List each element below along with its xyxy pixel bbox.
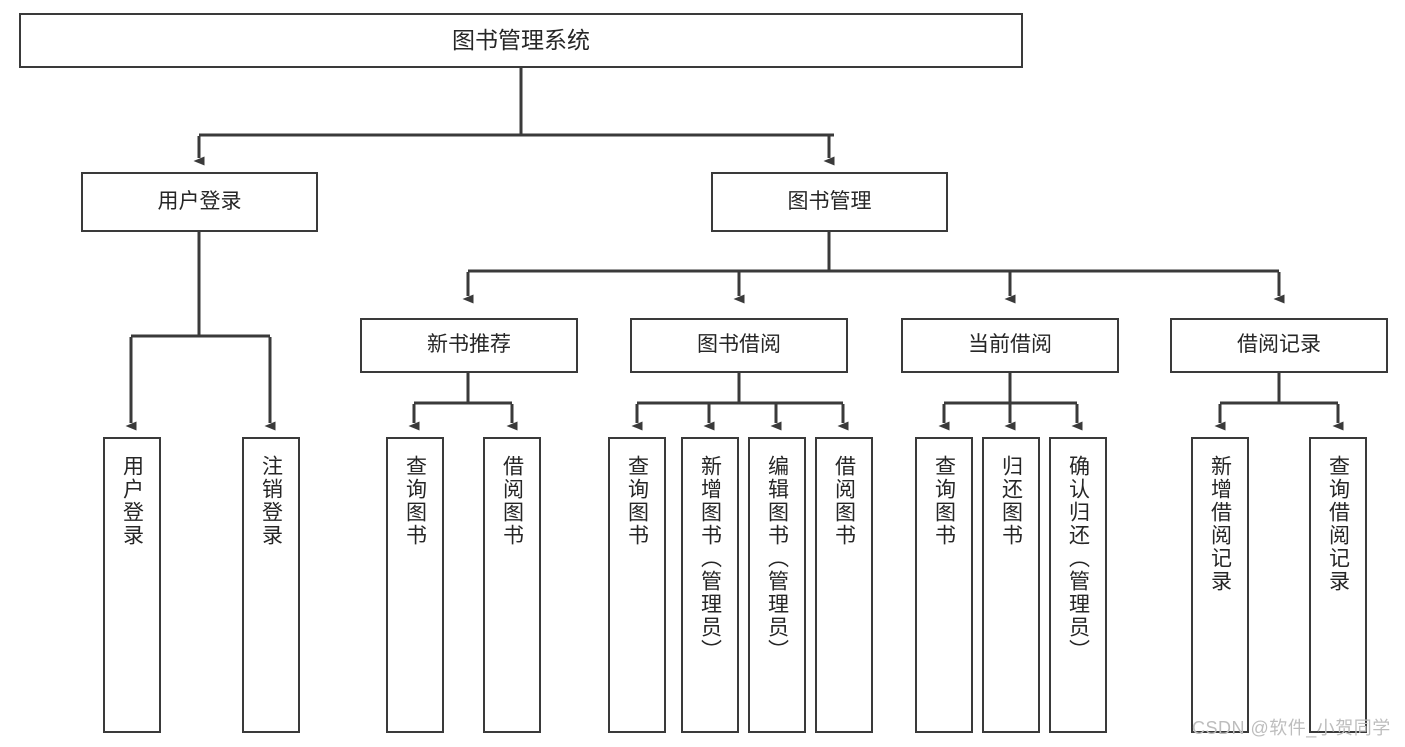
node-label: 用户登录 [120, 455, 144, 547]
leaf-borrow-add-book-admin[interactable]: 新增图书（管理员） [681, 437, 739, 733]
leaf-recommend-borrow-book[interactable]: 借阅图书 [483, 437, 541, 733]
leaf-record-add-borrow-record[interactable]: 新增借阅记录 [1191, 437, 1249, 733]
node-label: 确认归还（管理员） [1066, 455, 1090, 662]
leaf-current-query-book[interactable]: 查询图书 [915, 437, 973, 733]
node-root-system[interactable]: 图书管理系统 [19, 13, 1023, 68]
node-label: 新增借阅记录 [1208, 455, 1232, 593]
node-label: 借阅记录 [1237, 333, 1321, 357]
node-current-borrow[interactable]: 当前借阅 [901, 318, 1119, 373]
node-label: 注销登录 [259, 455, 283, 547]
node-label: 查询借阅记录 [1326, 455, 1350, 593]
node-label: 借阅图书 [500, 455, 524, 547]
node-book-management[interactable]: 图书管理 [711, 172, 948, 232]
node-label: 图书管理系统 [452, 27, 590, 54]
leaf-current-return-book[interactable]: 归还图书 [982, 437, 1040, 733]
node-new-book-recommend[interactable]: 新书推荐 [360, 318, 578, 373]
node-label: 借阅图书 [832, 455, 856, 547]
node-label: 编辑图书（管理员） [765, 455, 789, 662]
leaf-current-confirm-return-admin[interactable]: 确认归还（管理员） [1049, 437, 1107, 733]
node-label: 新增图书（管理员） [698, 455, 722, 662]
node-label: 当前借阅 [968, 333, 1052, 357]
node-label: 查询图书 [403, 455, 427, 547]
node-label: 用户登录 [157, 189, 242, 213]
node-label: 归还图书 [999, 455, 1023, 547]
leaf-record-query-borrow-record[interactable]: 查询借阅记录 [1309, 437, 1367, 733]
node-label: 图书借阅 [697, 333, 781, 357]
leaf-borrow-borrow-book[interactable]: 借阅图书 [815, 437, 873, 733]
node-label: 查询图书 [625, 455, 649, 547]
node-label: 新书推荐 [427, 333, 511, 357]
leaf-logout-login[interactable]: 注销登录 [242, 437, 300, 733]
node-borrow-record[interactable]: 借阅记录 [1170, 318, 1388, 373]
leaf-borrow-query-book[interactable]: 查询图书 [608, 437, 666, 733]
watermark: CSDN @软件_小贺同学 [1192, 718, 1391, 738]
leaf-recommend-query-book[interactable]: 查询图书 [386, 437, 444, 733]
node-book-borrow[interactable]: 图书借阅 [630, 318, 848, 373]
leaf-user-login[interactable]: 用户登录 [103, 437, 161, 733]
leaf-borrow-edit-book-admin[interactable]: 编辑图书（管理员） [748, 437, 806, 733]
node-label: 查询图书 [932, 455, 956, 547]
node-user-login[interactable]: 用户登录 [81, 172, 318, 232]
node-label: 图书管理 [787, 189, 872, 213]
